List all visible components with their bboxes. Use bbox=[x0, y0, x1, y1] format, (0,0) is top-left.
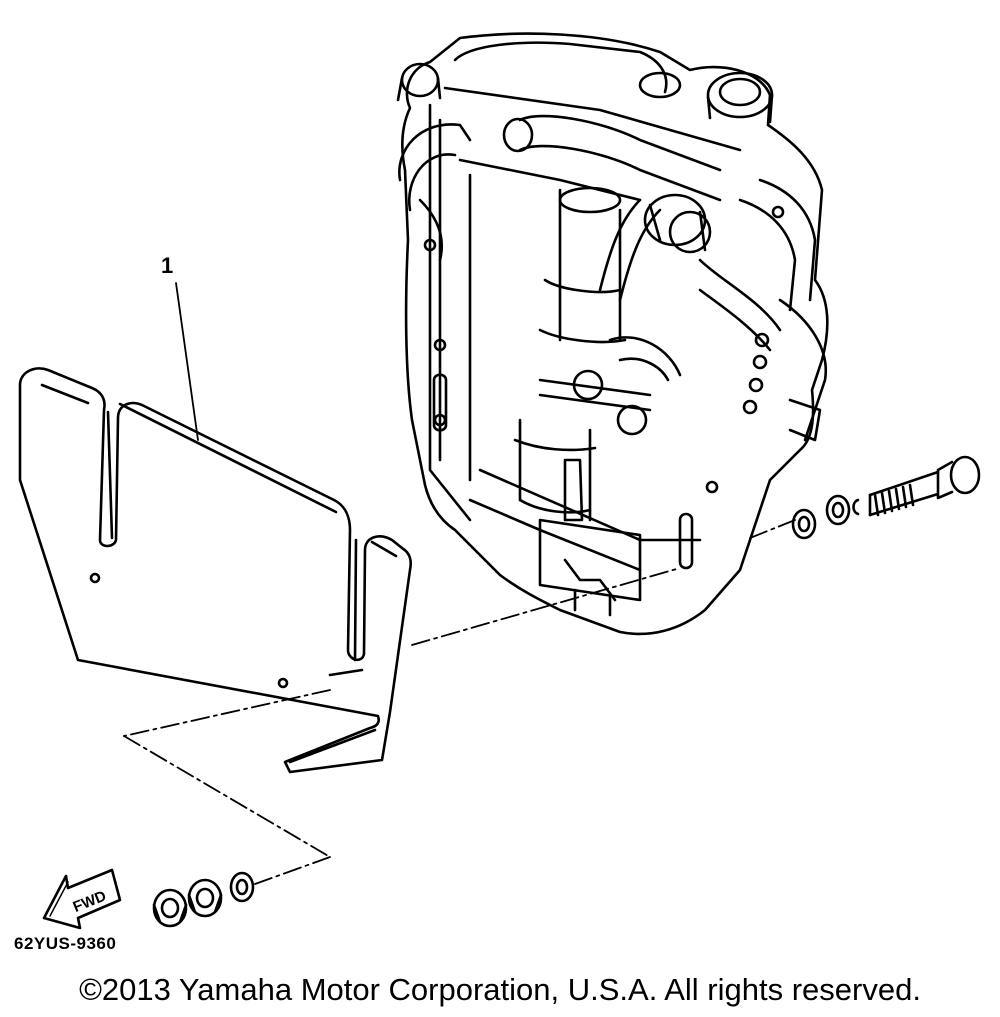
anode-plate bbox=[18, 367, 413, 774]
assembly-leader-lines bbox=[123, 519, 796, 885]
clamp-bracket-assembly bbox=[396, 32, 829, 636]
copyright-notice: ©2013 Yamaha Motor Corporation, U.S.A. A… bbox=[79, 972, 921, 1007]
nuts-and-washers bbox=[152, 871, 255, 928]
callout-leader-1 bbox=[175, 282, 199, 441]
callout-number-1: 1 bbox=[161, 253, 174, 278]
fwd-arrow-icon: FWD bbox=[42, 868, 122, 930]
bolt-and-washers bbox=[791, 455, 981, 540]
drawing-code: 62YUS-9360 bbox=[14, 934, 117, 953]
